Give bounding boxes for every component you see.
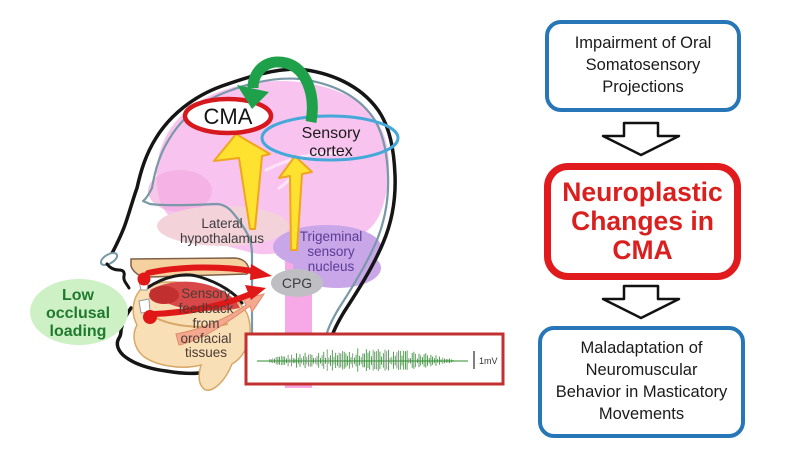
flow-box-neuroplastic-line-3: CMA (612, 235, 673, 265)
emg-scale-label: 1mV (479, 356, 498, 366)
sensory-feedback-label-2: feedback (179, 301, 234, 316)
yellow-arrow-to-sensory-cortex (278, 155, 313, 251)
salmon-feedback-arrow (175, 293, 266, 346)
brain-lower-lobe (148, 170, 212, 212)
low-occlusal-label-3: loading (50, 323, 107, 340)
emg-box (244, 332, 505, 386)
flow-box-impairment-line-3: Projections (602, 77, 684, 96)
trigeminal-label-2: sensory (307, 244, 355, 259)
flow-down-arrow-1 (601, 121, 681, 157)
head-diagram: 1mV CMA Sensory cortex Lateral hypothala… (30, 56, 505, 391)
flow-box-maladaptation-line-3: Behavior in Masticatory (555, 383, 728, 401)
trigeminal-label-3: nucleus (308, 259, 355, 274)
green-arc-arrow (247, 56, 318, 123)
sensory-feedback-label-1: Sensory (181, 286, 231, 301)
red-arrow-upper-head (250, 264, 272, 280)
sensory-feedback-label-3: from (193, 316, 220, 331)
cpg-region (271, 269, 323, 297)
upper-contact-dot (137, 272, 151, 286)
flow-box-maladaptation-line-4: Movements (598, 404, 685, 423)
green-arc-arrowhead (237, 85, 269, 109)
sensory-cortex-label-2: cortex (309, 143, 353, 160)
lateral-hypothalamus-label-1: Lateral (201, 216, 242, 231)
upper-lip-line (105, 262, 131, 290)
tongue-tip (149, 286, 179, 304)
lateral-hypothalamus-label-2: hypothalamus (180, 231, 264, 246)
nostril (99, 252, 119, 266)
brow-line (141, 186, 254, 335)
trigeminal-label-1: Trigeminal (300, 229, 363, 244)
sensory-cortex-label-1: Sensory (302, 125, 361, 142)
flow-box-maladaptation-line-2: Neuromuscular (585, 361, 698, 380)
sensory-feedback-label-4: orofacial (180, 331, 231, 346)
red-arrow-lower (150, 292, 251, 317)
cpg-label: CPG (282, 275, 312, 291)
cma-ellipse (182, 96, 274, 136)
low-occlusal-label-1: Low (62, 287, 95, 304)
flow-down-arrow-2 (601, 284, 681, 320)
yellow-arrow-to-cma (213, 133, 271, 230)
flow-box-neuroplastic-line-2: Changes in (571, 206, 714, 236)
flow-box-maladaptation-line-1: Maladaptation of (580, 339, 703, 358)
sensory-feedback-label-5: tissues (185, 345, 227, 360)
low-occlusal-region (30, 279, 128, 345)
flow-box-impairment-line-2: Somatosensory (585, 56, 701, 75)
lower-contact-dot (143, 310, 157, 324)
sensory-cortex-ellipse (260, 114, 400, 162)
emg-trace (267, 348, 454, 372)
flow-box-neuroplastic: Neuroplastic Changes in CMA (544, 163, 741, 280)
flow-box-impairment: Impairment of Oral Somatosensory Project… (545, 20, 741, 112)
flow-box-maladaptation: Maladaptation of Neuromuscular Behavior … (538, 326, 745, 438)
red-arrow-upper (145, 264, 255, 276)
red-arrow-lower-head (245, 285, 266, 300)
low-occlusal-label-2: occlusal (46, 305, 110, 322)
oral-cavity-line (145, 273, 244, 305)
flow-box-neuroplastic-line-1: Neuroplastic (562, 177, 723, 207)
cma-label: CMA (204, 104, 253, 129)
flow-box-impairment-line-1: Impairment of Oral (574, 34, 712, 53)
